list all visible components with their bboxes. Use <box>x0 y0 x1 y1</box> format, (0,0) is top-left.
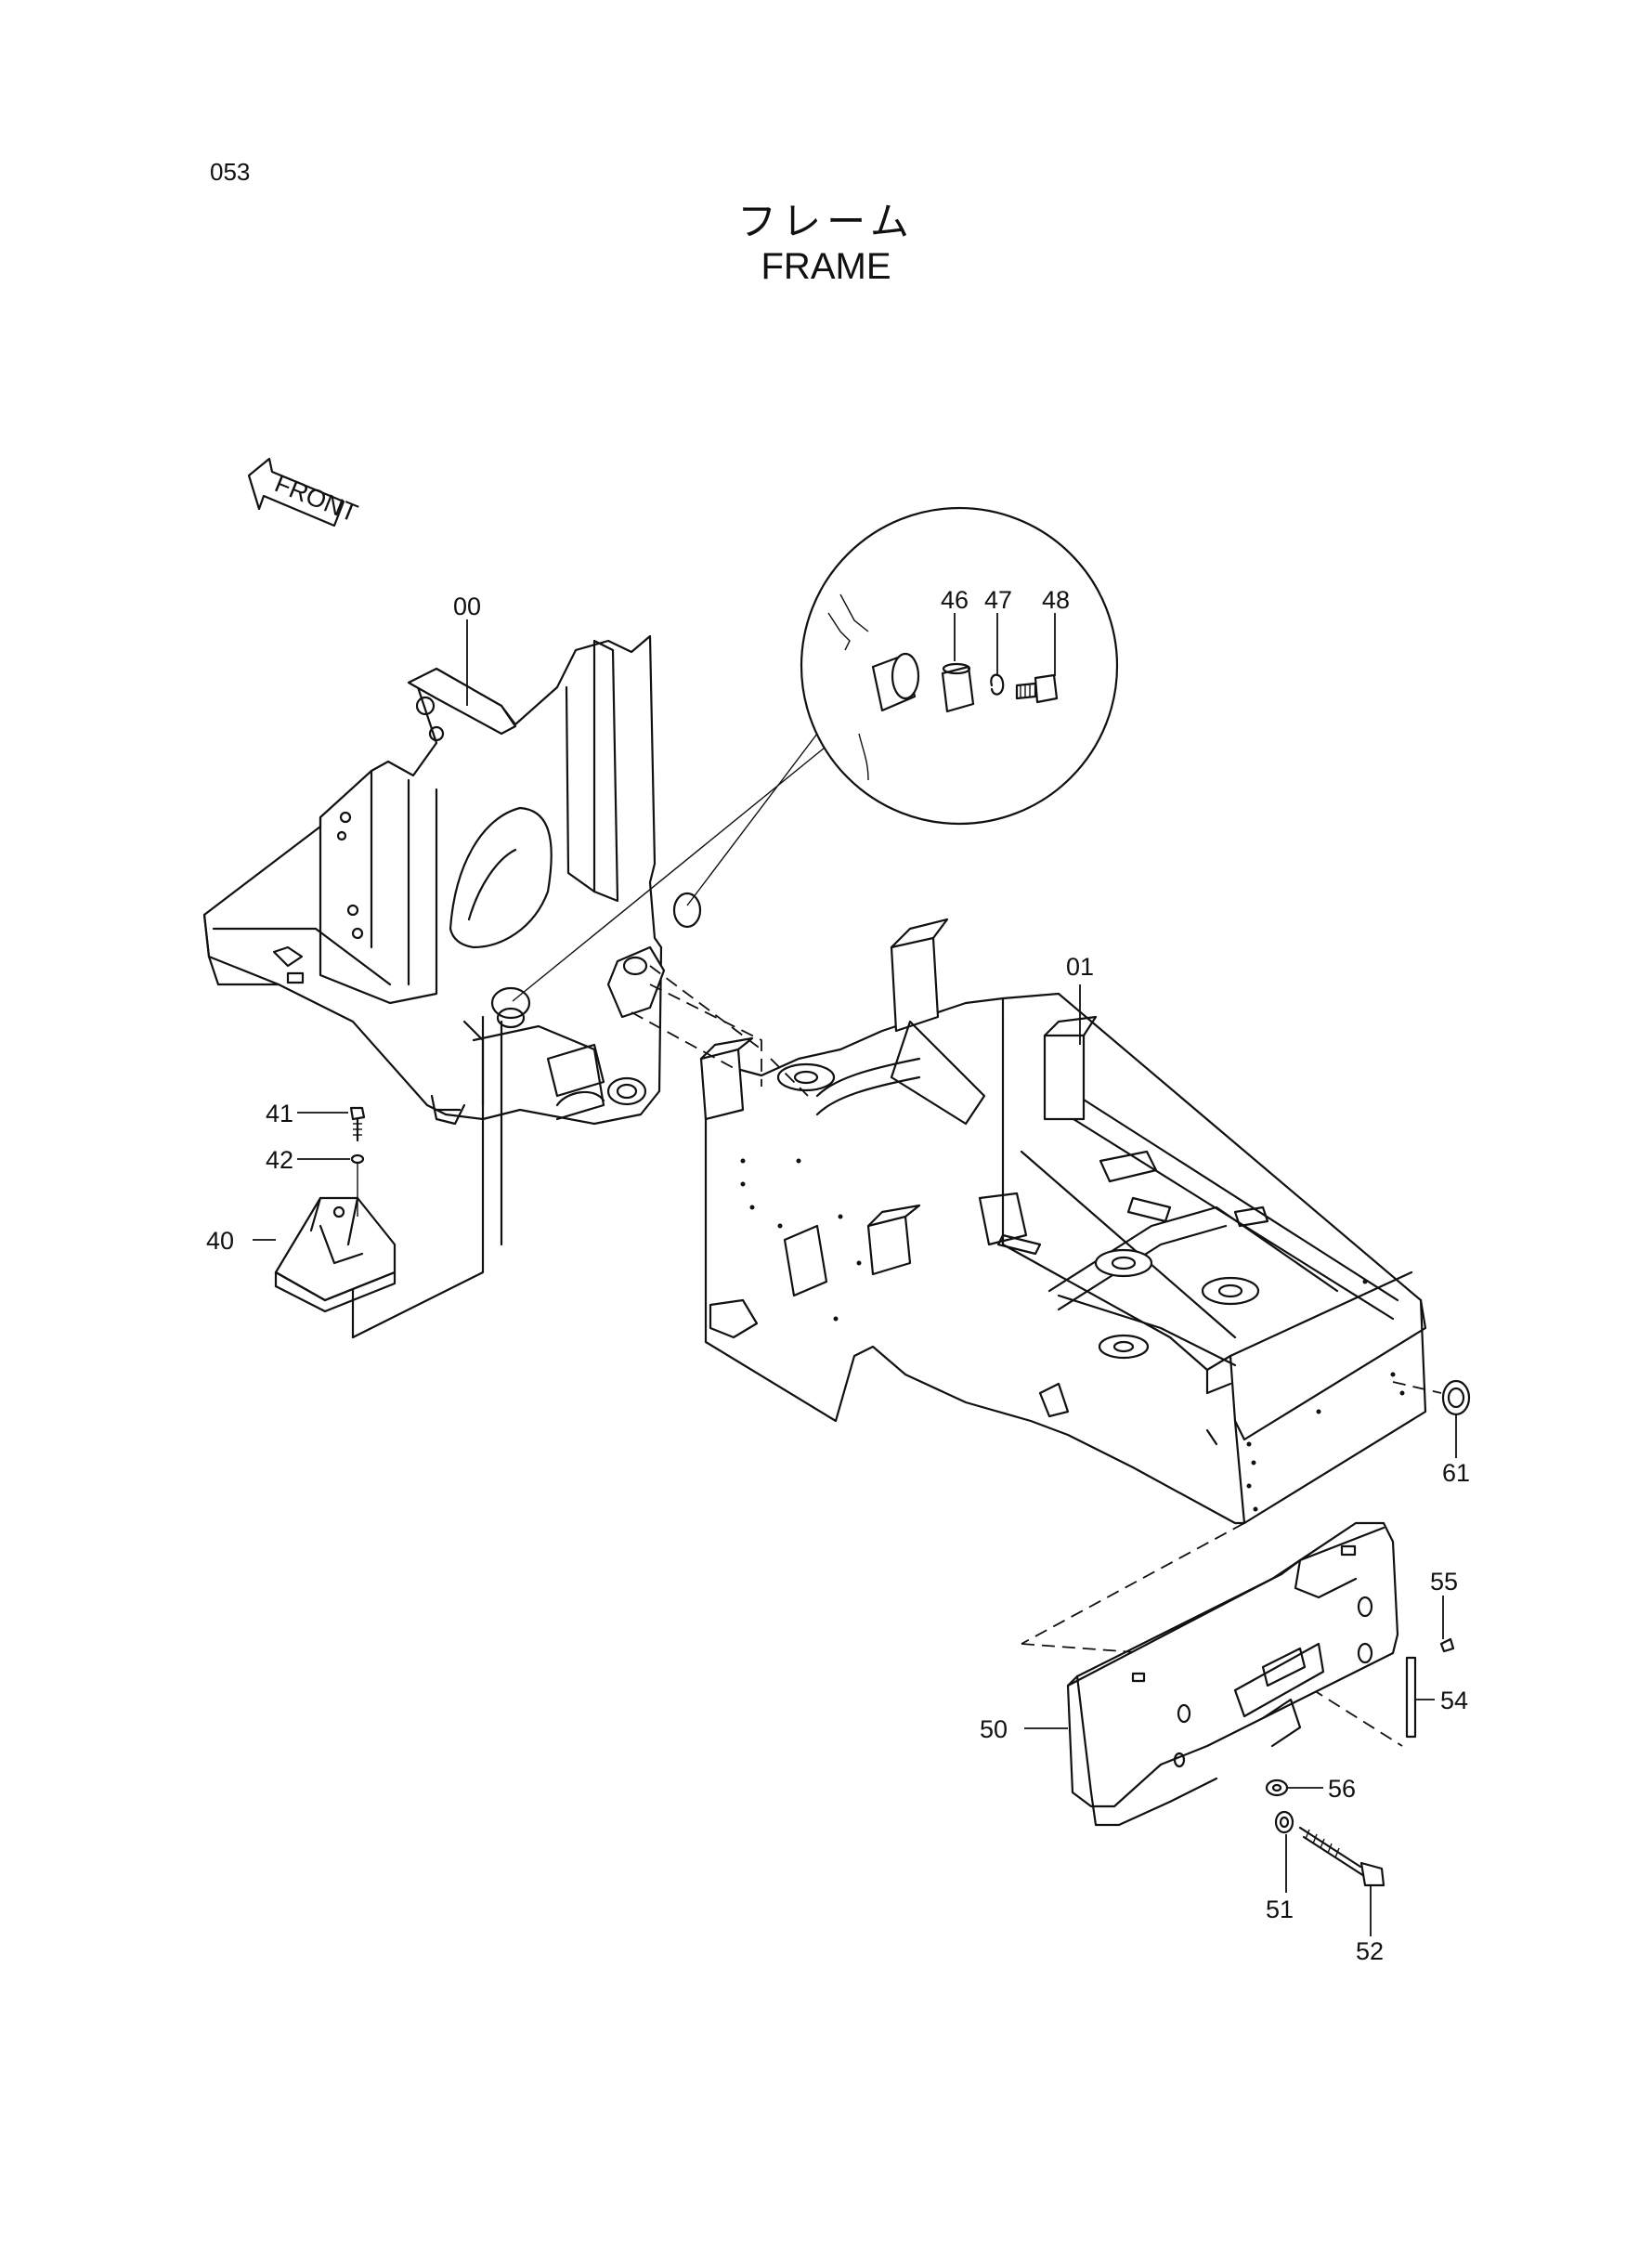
callout-50: 50 <box>980 1715 1008 1743</box>
part-00-front-frame <box>202 634 702 1126</box>
part-40-bracket <box>274 1196 397 1313</box>
callout-40: 40 <box>206 1227 234 1255</box>
callout-01: 01 <box>1066 953 1094 981</box>
callout-00: 00 <box>453 593 481 620</box>
title-english: FRAME <box>761 246 891 287</box>
part-42-washer <box>350 1153 365 1217</box>
rivet-holes <box>740 1158 1405 1512</box>
part-47-washer <box>990 673 1005 696</box>
part-48-bolt <box>1015 673 1059 704</box>
callout-42: 42 <box>266 1146 293 1174</box>
detail-bubble-rubber-mount <box>512 506 1119 1002</box>
front-arrow-icon: FRONT <box>247 457 361 528</box>
callout-52: 52 <box>1356 1937 1384 1965</box>
part-46-cushion <box>871 652 920 712</box>
part-50-counterweight <box>1066 1521 1399 1827</box>
part-51-washer <box>1274 1810 1294 1834</box>
leader-lines <box>253 619 1457 1936</box>
callout-46: 46 <box>941 586 969 614</box>
part-56-washer <box>1265 1778 1289 1797</box>
part-41-bolt <box>349 1106 366 1142</box>
callout-56: 56 <box>1328 1775 1356 1803</box>
part-01-main-frame <box>699 918 1427 1525</box>
callout-41: 41 <box>266 1100 293 1127</box>
callout-47: 47 <box>984 586 1012 614</box>
part-61-cushion <box>1392 1379 1471 1416</box>
part-54-pin <box>1405 1656 1417 1739</box>
part-46-rubber <box>941 662 975 713</box>
callout-55: 55 <box>1430 1568 1458 1596</box>
callout-54: 54 <box>1440 1687 1468 1714</box>
page-number: 053 <box>210 158 251 186</box>
callout-61: 61 <box>1442 1459 1470 1487</box>
callout-51: 51 <box>1266 1896 1294 1923</box>
title-japanese: フレーム <box>737 199 915 244</box>
part-55-cotter-pin <box>1439 1637 1455 1653</box>
part-52-bolt <box>1298 1826 1385 1887</box>
callout-48: 48 <box>1042 586 1070 614</box>
